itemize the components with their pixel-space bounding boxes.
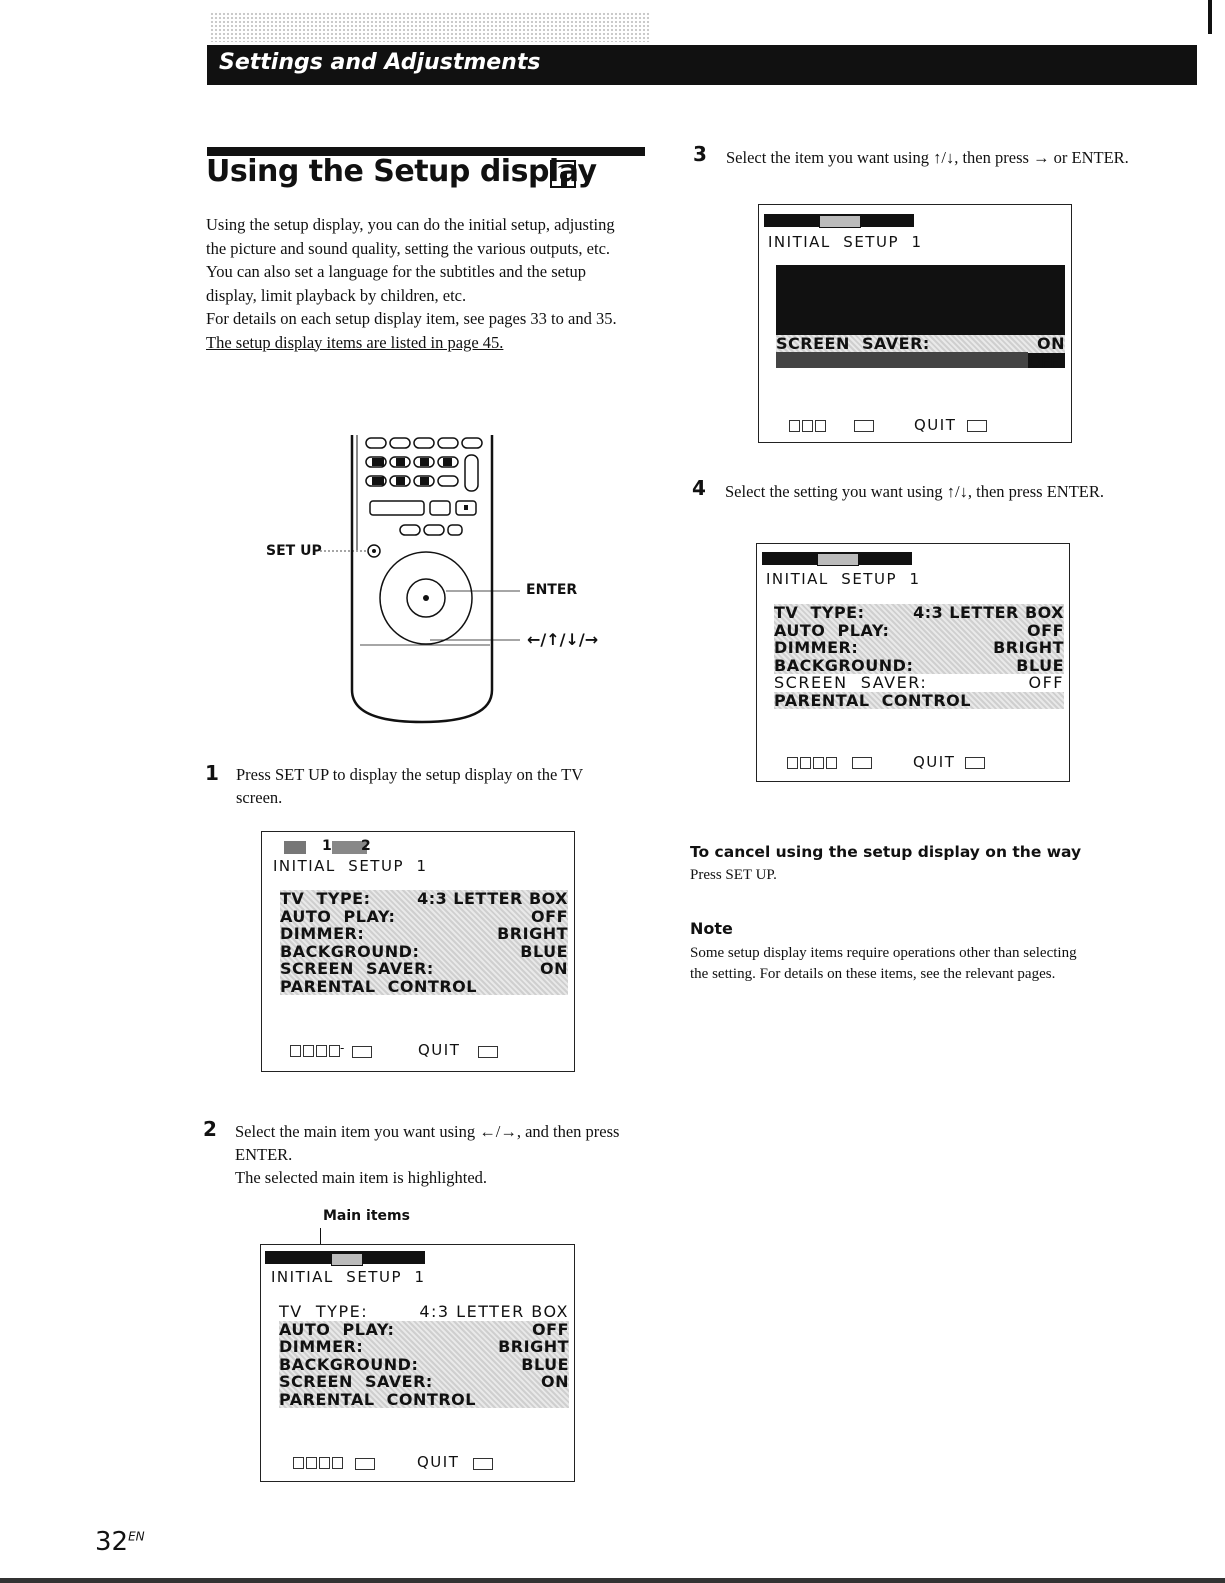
quit-label: QUIT [913,753,956,771]
step-text: Select the item you want using ↑/↓, then… [726,148,1129,167]
step-text: Press SET UP to display the setup displa… [236,765,583,807]
setup-item-row: AUTO PLAY:OFF [280,906,568,926]
setup-item-row: TV TYPE:4:3 LETTER BOX [774,603,1064,622]
enter-key-icon [352,1046,372,1058]
callout-line [320,1228,321,1250]
setup-screen-step1: 1 2 INITIAL SETUP 1 TV TYPE:4:3 LETTER B… [261,831,575,1072]
main-items-callout: Main items [323,1208,410,1224]
quit-label: QUIT [914,416,957,434]
setup-item-row: DIMMER:BRIGHT [279,1337,569,1356]
setup-item-row: BACKGROUND:BLUE [774,655,1064,675]
cancel-text: Press SET UP. [690,867,777,883]
arrow-icon: - [340,1041,346,1055]
step-number: 1 [205,761,219,785]
section-header-bar [207,45,1197,85]
quit-label: QUIT [418,1041,461,1059]
setup-item-row: PARENTAL CONTROL [280,976,477,996]
setup-item-row: TV TYPE:4:3 LETTER BOX [279,1302,569,1321]
main-item-tab-disc [284,841,306,854]
setup-item-row: AUTO PLAY:OFF [774,620,1064,640]
main-item-tab-1: 1 [322,838,334,854]
navigation-keys-icon [789,420,826,432]
setup-item-row: PARENTAL CONTROL [279,1389,476,1409]
page-title: Using the Setup display [206,154,597,189]
setup-screen-step4: INITIAL SETUP 1 TV TYPE:4:3 LETTER BOX A… [756,543,1070,782]
remote-control-drawing [320,435,520,724]
setup-item-row: AUTO PLAY:OFF [279,1319,569,1339]
option-off: OFF [1029,353,1060,371]
setup-item-row: DIMMER:BRIGHT [774,638,1064,657]
page-bottom-edge [0,1578,1225,1583]
remote-icon [550,160,576,188]
navigation-keys-icon [293,1457,343,1469]
note-heading: Note [690,919,733,938]
step-number: 3 [693,142,707,166]
main-item-tab-2: 2 [361,838,373,854]
intro-link-text: The setup display items are listed in pa… [206,332,504,352]
intro-paragraph: Using the setup display, you can do the … [206,215,615,305]
screen-title: INITIAL SETUP 1 [768,233,923,251]
setup-key-icon [965,757,985,769]
arrow-buttons-label: ←/↑/↓/→ [527,630,599,649]
intro-paragraph: For details on each setup display item, … [206,309,617,328]
intro-text: Using the setup display, you can do the … [206,213,636,354]
step-number: 4 [692,476,706,500]
enter-key-icon [355,1458,375,1470]
step-text: Select the main item you want using ←/→,… [235,1122,620,1187]
setup-items-list: TV TYPE:4:3 LETTER BOX AUTO PLAY:OFF DIM… [280,890,568,995]
main-item-tab-1-icon [817,553,859,566]
setup-items-list: TV TYPE:4:3 LETTER BOX AUTO PLAY:OFF DIM… [279,1303,569,1408]
setup-button-label: SET UP [266,543,322,559]
main-item-tab-1-icon [819,215,861,228]
screen-title: INITIAL SETUP 1 [271,1268,426,1286]
selected-item-row: SCREEN SAVER:ON [776,334,1065,353]
setup-screen-step2: INITIAL SETUP 1 TV TYPE:4:3 LETTER BOX A… [260,1244,575,1482]
screen-title: INITIAL SETUP 1 [766,570,921,588]
quit-label: QUIT [417,1453,460,1471]
setup-key-icon [967,420,987,432]
enter-button-label: ENTER [526,582,578,598]
remote-illustration [250,430,630,730]
step-number: 2 [203,1117,217,1141]
setup-key-icon [478,1046,498,1058]
setup-item-row: BACKGROUND:BLUE [280,941,568,961]
setup-item-row: PARENTAL CONTROL [774,690,971,710]
main-item-tab-2-shade [332,841,367,854]
page-number: 32EN [95,1527,145,1557]
setup-item-row: SCREEN SAVER:ON [279,1372,569,1391]
screen-title: INITIAL SETUP 1 [273,857,428,875]
setup-key-icon [473,1458,493,1470]
enter-key-icon [854,420,874,432]
header-dither-pattern [210,12,650,42]
heading-rule [207,147,645,156]
page-edge-mark [1208,0,1212,34]
setup-item-row: DIMMER:BRIGHT [280,924,568,943]
enter-key-icon [852,757,872,769]
setup-items-list: TV TYPE:4:3 LETTER BOX AUTO PLAY:OFF DIM… [774,604,1064,709]
section-title: Settings and Adjustments [219,50,541,75]
navigation-keys-icon [290,1045,340,1057]
cancel-heading: To cancel using the setup display on the… [690,843,1082,861]
note-text: Some setup display items require operati… [690,945,1077,982]
setup-item-row-selected: SCREEN SAVER:OFF [774,673,1064,692]
navigation-keys-icon [787,757,837,769]
setup-screen-step3: INITIAL SETUP 1 SCREEN SAVER:ON OFF QUIT [758,204,1072,443]
main-item-tab-1-icon [331,1253,363,1266]
options-bar [776,352,1028,368]
step-text: Select the setting you want using ↑/↓, t… [725,482,1104,501]
setup-item-row: SCREEN SAVER:ON [280,959,568,978]
setup-item-row: BACKGROUND:BLUE [279,1354,569,1374]
setup-item-row: TV TYPE:4:3 LETTER BOX [280,889,568,908]
